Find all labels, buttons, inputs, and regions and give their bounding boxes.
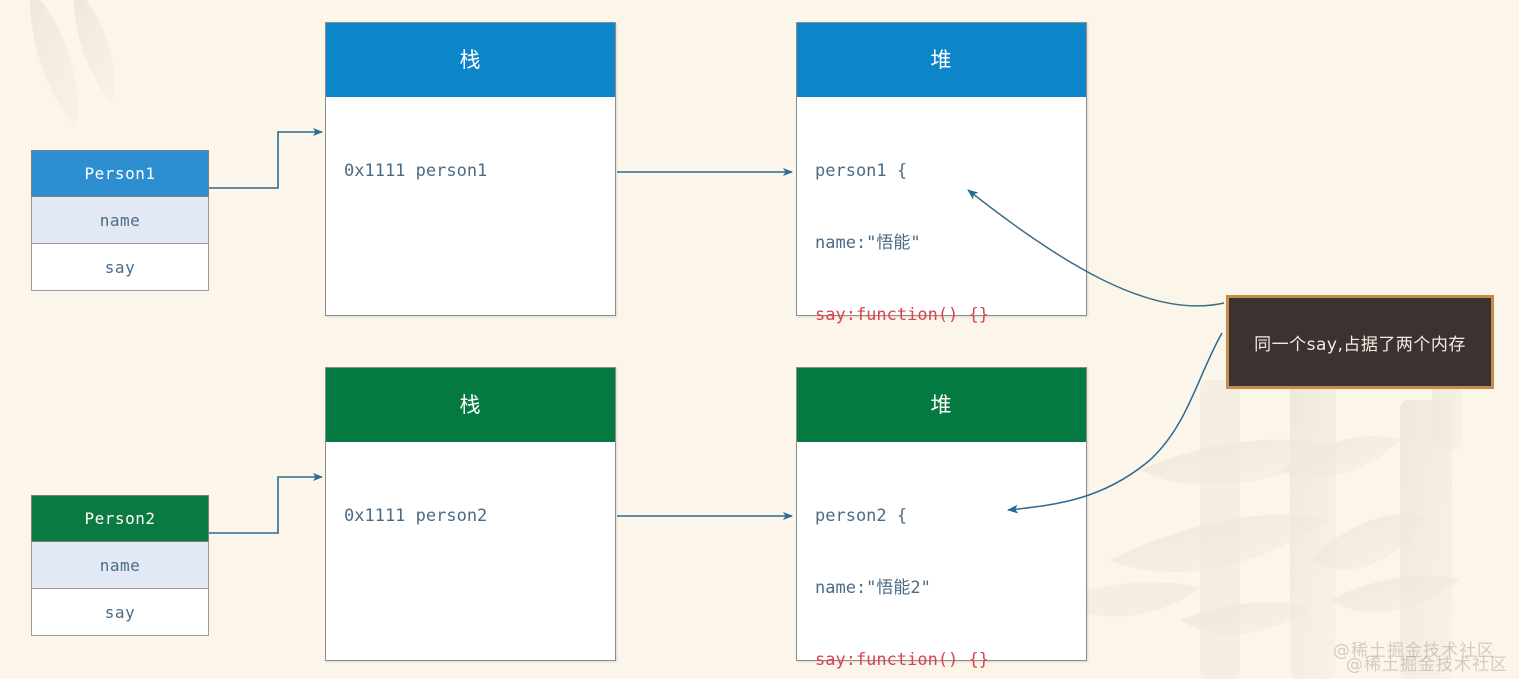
heap-box-2-open-line: person2 { — [815, 506, 908, 526]
person2-table-row-name: name — [31, 542, 209, 589]
person1-table-row-say: say — [31, 244, 209, 291]
stack-box-1-content: 0x1111 person1 — [344, 161, 488, 181]
stack-box-1-body: 0x1111 person1 — [326, 97, 615, 231]
person1-table-title: Person1 — [31, 150, 209, 197]
connector-person2-to-stack — [209, 473, 323, 534]
callout-note-text: 同一个say,占据了两个内存 — [1254, 334, 1466, 355]
person2-table-row-say: say — [31, 589, 209, 636]
watermark-text-line2: @稀土掘金技术社区 — [1346, 655, 1508, 675]
person2-table[interactable]: Person2 name say — [31, 495, 209, 636]
heap-box-2-body: person2 { name:"悟能2" say:function() {} } — [797, 442, 1086, 679]
stack-box-1: 栈 0x1111 person1 — [325, 22, 616, 316]
person1-table[interactable]: Person1 name say — [31, 150, 209, 291]
heap-box-1-body: person1 { name:"悟能" say:function() {} } — [797, 97, 1086, 519]
stack-box-1-header: 栈 — [326, 23, 615, 97]
heap-box-2-say-line: say:function() {} — [815, 650, 989, 670]
callout-note: 同一个say,占据了两个内存 — [1226, 295, 1494, 389]
stack-box-2-header: 栈 — [326, 368, 615, 442]
stack-box-2-content: 0x1111 person2 — [344, 506, 488, 526]
stack-box-2: 栈 0x1111 person2 — [325, 367, 616, 661]
heap-box-1-say-line: say:function() {} — [815, 305, 989, 325]
heap-box-1-open-line: person1 { — [815, 161, 908, 181]
heap-box-2-name-line: name:"悟能2" — [815, 578, 931, 598]
person2-table-title: Person2 — [31, 495, 209, 542]
connector-person1-to-stack — [209, 128, 323, 189]
heap-box-1: 堆 person1 { name:"悟能" say:function() {} … — [796, 22, 1087, 469]
heap-box-2-header: 堆 — [797, 368, 1086, 442]
watermark-text-line1: @稀土掘金技术社区 — [1333, 641, 1495, 661]
stack-box-2-body: 0x1111 person2 — [326, 442, 615, 576]
heap-box-2: 堆 person2 { name:"悟能2" say:function() {}… — [796, 367, 1087, 670]
heap-box-1-name-line: name:"悟能" — [815, 233, 921, 253]
person1-table-row-name: name — [31, 197, 209, 244]
heap-box-1-header: 堆 — [797, 23, 1086, 97]
